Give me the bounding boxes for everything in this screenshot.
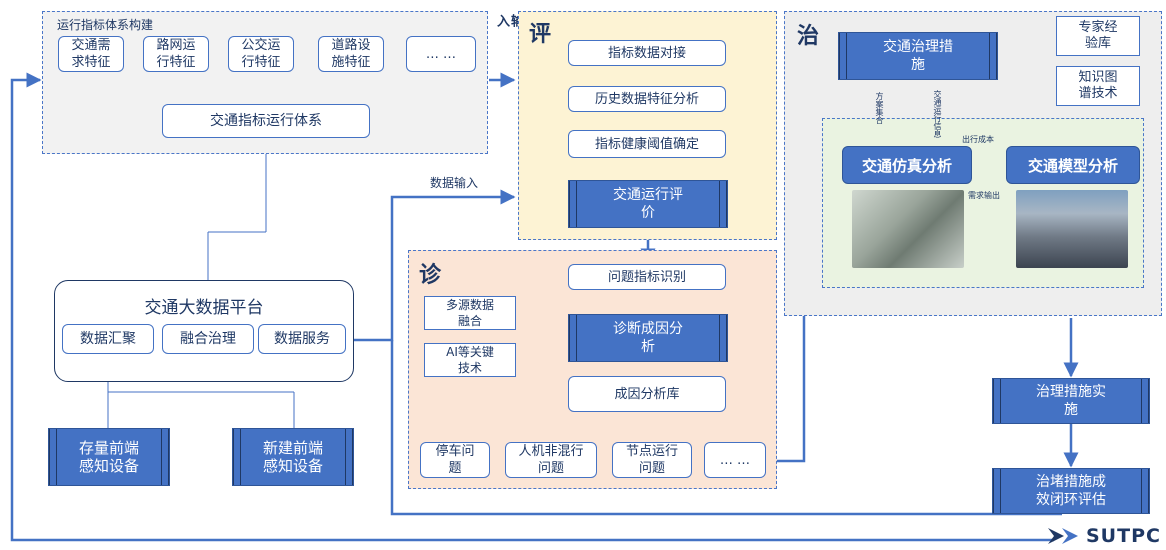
sutpc-logo-mark-icon [1048,528,1078,544]
expert-library-doc: 专家经 验库 [1056,16,1140,56]
measure-implementation: 治理措施实 施 [992,378,1150,424]
step-history-analysis: 历史数据特征分析 [568,86,726,112]
traffic-evaluation-box: 交通运行评 价 [568,180,728,228]
evaluation-section-title: 评 [529,22,552,47]
sutpc-logo-text: SUTPC [1086,525,1161,547]
platform-title: 交通大数据平台 [144,298,264,318]
knowledge-graph-doc: 知识图 谱技术 [1056,66,1140,106]
diagnosis-section-title: 诊 [419,263,442,288]
simulation-image [852,190,964,268]
plan-set-label: 方案集合 [875,92,884,124]
travel-cost-label: 出行成本 [962,135,994,144]
ai-tech-doc: AI等关键 技术 [424,343,516,377]
problem-node: 节点运行 问题 [612,442,692,478]
feature-more: … … [406,36,476,72]
platform-data-service: 数据服务 [258,324,346,354]
demand-output-label: 需求输出 [968,191,1000,200]
feature-facility: 道路设 施特征 [318,36,384,72]
section-title: 运行指标体系构建 [57,18,154,32]
platform-data-aggregate: 数据汇聚 [62,324,154,354]
feature-demand: 交通需 求特征 [58,36,124,72]
model-image [1016,190,1128,268]
data-input-label: 数据输入 [430,176,479,190]
cause-library: 成因分析库 [568,376,726,412]
platform-fusion-governance: 融合治理 [162,324,254,354]
problem-parking: 停车问 题 [420,442,490,478]
diagnosis-analysis-box: 诊断成因分 析 [568,314,728,362]
sutpc-logo: SUTPC [1046,524,1162,548]
step-threshold: 指标健康阈值确定 [568,130,726,158]
governance-measures-box: 交通治理措 施 [838,32,998,80]
step-data-docking: 指标数据对接 [568,40,726,66]
traffic-info-label: 交通运行信息 [933,90,942,138]
model-analysis-box: 交通模型分析 [1006,146,1140,184]
closed-loop-evaluation: 治堵措施成 效闭环评估 [992,468,1150,514]
governance-section-title: 治 [797,24,820,49]
problem-mixed-traffic: 人机非混行 问题 [505,442,597,478]
feature-transit: 公交运 行特征 [228,36,294,72]
new-sensor-devices: 新建前端 感知设备 [232,428,354,486]
problem-identify: 问题指标识别 [568,264,726,290]
simulation-analysis-box: 交通仿真分析 [842,146,972,184]
indicator-system-box: 交通指标运行体系 [162,104,370,138]
feature-network: 路网运 行特征 [143,36,209,72]
problem-more: … … [704,442,766,478]
existing-sensor-devices: 存量前端 感知设备 [48,428,170,486]
multi-source-fusion-doc: 多源数据 融合 [424,296,516,330]
